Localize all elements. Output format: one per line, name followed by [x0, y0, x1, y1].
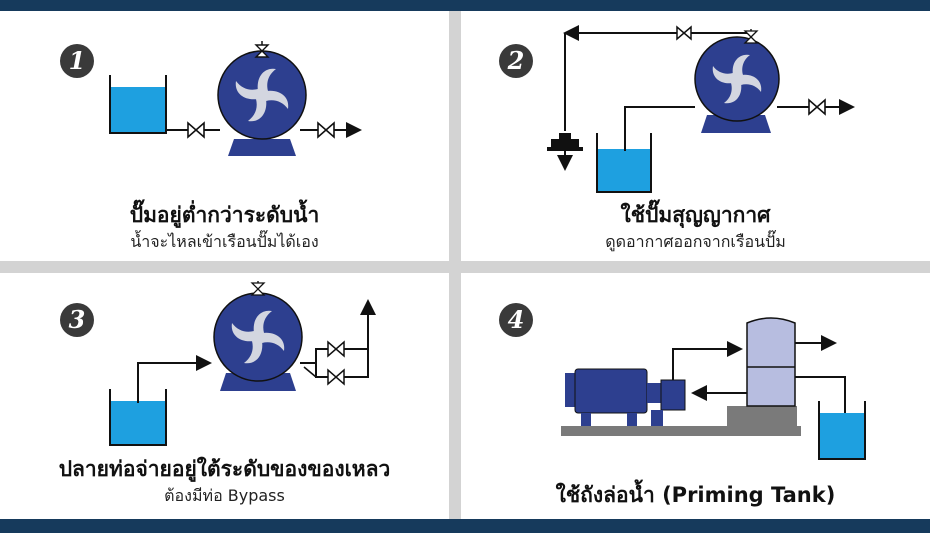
priming-piping: [672, 335, 846, 413]
panel-1-title: ปั๊มอยู่ต่ำกว่าระดับน้ำ: [129, 203, 320, 227]
panel-4-title: ใช้ถังล่อน้ำ (Priming Tank): [555, 483, 836, 507]
diagram-1: [109, 41, 362, 156]
open-tank: [109, 75, 167, 134]
suction-valve-icon: [187, 121, 205, 139]
suction-pipe: [137, 355, 212, 403]
open-tank: [596, 133, 652, 193]
top-band: [0, 0, 930, 11]
panel-4: 4 ใช้ถังล่อน้ำ (Priming Tank): [461, 273, 930, 519]
panel-2-subtitle: ดูดอากาศออกจากเรือนปั๊ม: [605, 232, 786, 251]
vent-valve-icon: [250, 281, 266, 296]
centrifugal-pump-icon: [694, 36, 780, 133]
centrifugal-pump-icon: [217, 50, 307, 156]
diagram-3: [109, 281, 376, 446]
discharge-valve-icon: [808, 98, 826, 116]
vent-valve-icon: [743, 29, 759, 44]
step-number-1: 1: [60, 44, 94, 78]
priming-tank: [746, 317, 796, 407]
panel-1-subtitle: น้ำจะไหลเข้าเรือนปั๊มได้เอง: [130, 232, 319, 251]
panel-3: 3 ปลายท่อจ่ายอยู่ใต้ระดับของของเหลว ต้อง…: [0, 273, 449, 519]
panel-2: 2 ใช้ปั๊มสุญญากาศ ดูดอากาศออกจากเรือนปั๊…: [461, 11, 930, 261]
diagram-2: [547, 25, 855, 193]
bottom-band: [0, 519, 930, 533]
panel-3-title: ปลายท่อจ่ายอยู่ใต้ระดับของของเหลว: [58, 457, 391, 481]
pump-icon: [651, 379, 686, 426]
bypass-piping: [300, 299, 376, 386]
diagram-4: [561, 317, 866, 460]
step-number-2: 2: [499, 44, 533, 78]
vacuum-valve-icon: [676, 25, 692, 41]
step-number-3: 3: [60, 303, 94, 337]
step-number-4: 4: [499, 303, 533, 337]
centrifugal-pump-icon: [213, 292, 303, 391]
open-tank: [109, 389, 167, 446]
suction-pipe: [624, 106, 695, 151]
bypass-valve-icon: [327, 368, 345, 386]
panel-1: 1 ปั๊มอยู่ต่ำกว่าระดับน้ำ น้ำจะไหลเข้าเร…: [0, 11, 449, 261]
base-plate: [561, 406, 801, 436]
panel-2-title: ใช้ปั๊มสุญญากาศ: [620, 203, 771, 227]
motor-icon: [565, 368, 661, 426]
open-tank: [818, 401, 866, 460]
main-valve-icon: [327, 340, 345, 358]
vent-valve-icon: [254, 41, 270, 58]
vacuum-pump-icon: [547, 133, 583, 171]
panel-3-subtitle: ต้องมีท่อ Bypass: [164, 486, 285, 505]
discharge-valve-icon: [317, 121, 335, 139]
